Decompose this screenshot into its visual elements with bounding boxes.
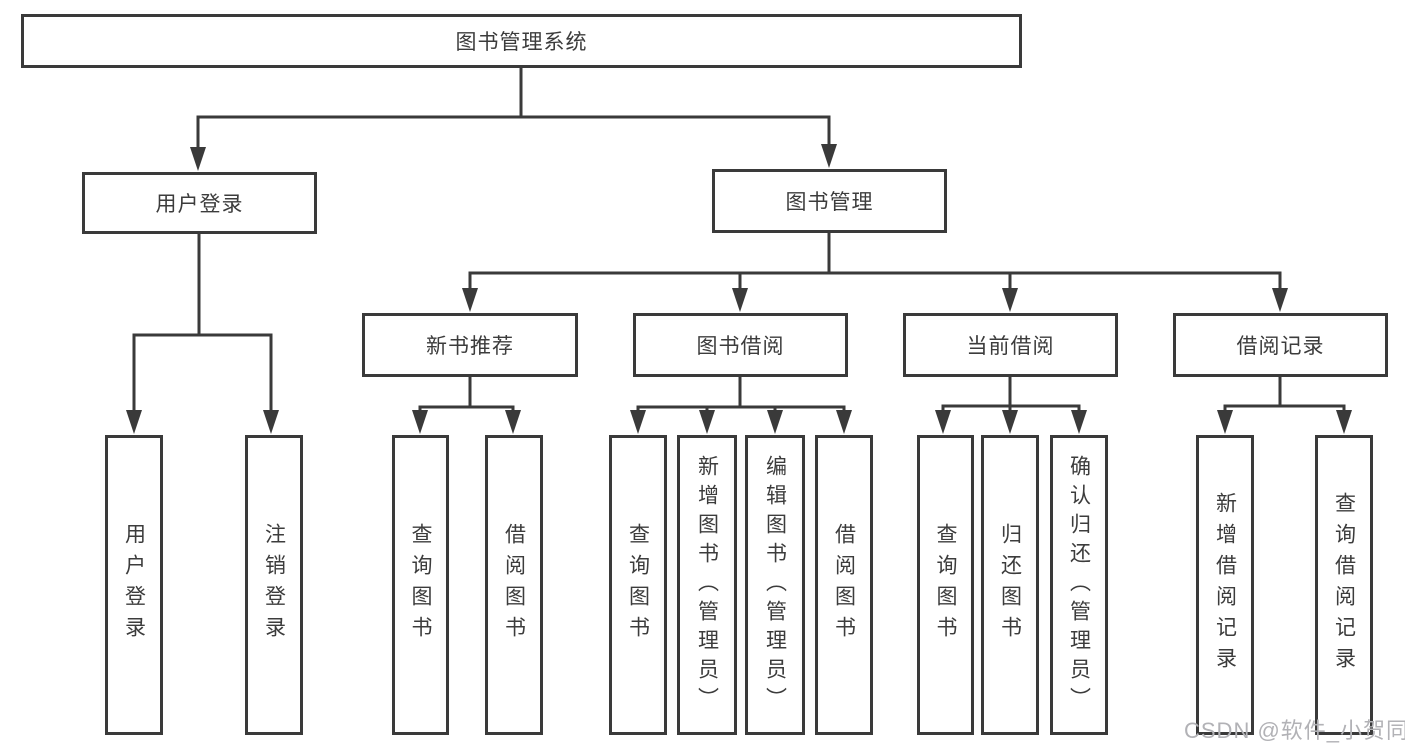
arrow-down-icon <box>190 147 206 171</box>
arrow-down-icon <box>1336 410 1352 434</box>
leaf-query-borrow-record: 查询借阅记录 <box>1315 435 1373 735</box>
leaf-return-book: 归还图书 <box>981 435 1039 735</box>
arrow-down-icon <box>1272 288 1288 312</box>
node-root-system: 图书管理系统 <box>21 14 1022 68</box>
arrow-down-icon <box>767 410 783 434</box>
root-connectors <box>190 66 837 171</box>
book-management-branch-connectors <box>462 233 1288 312</box>
node-book-management: 图书管理 <box>712 169 947 233</box>
arrow-down-icon <box>836 410 852 434</box>
arrow-down-icon <box>126 410 142 434</box>
new-book-recommend-connectors <box>412 377 521 434</box>
node-current-borrow: 当前借阅 <box>903 313 1118 377</box>
arrow-down-icon <box>505 410 521 434</box>
leaf-confirm-return-admin: 确认归还（管理员） <box>1050 435 1108 735</box>
user-login-branch-connectors <box>126 234 279 434</box>
leaf-query-book-1: 查询图书 <box>392 435 449 735</box>
node-book-borrow: 图书借阅 <box>633 313 848 377</box>
node-new-book-recommend: 新书推荐 <box>362 313 578 377</box>
leaf-add-borrow-record: 新增借阅记录 <box>1196 435 1254 735</box>
leaf-query-book-3: 查询图书 <box>917 435 974 735</box>
leaf-edit-book-admin: 编辑图书（管理员） <box>745 435 805 735</box>
arrow-down-icon <box>462 288 478 312</box>
book-borrow-connectors <box>630 377 852 434</box>
node-borrow-record: 借阅记录 <box>1173 313 1388 377</box>
arrow-down-icon <box>1071 410 1087 434</box>
arrow-down-icon <box>1002 288 1018 312</box>
arrow-down-icon <box>263 410 279 434</box>
arrow-down-icon <box>1217 410 1233 434</box>
arrow-down-icon <box>630 410 646 434</box>
leaf-borrow-book-1: 借阅图书 <box>485 435 543 735</box>
arrow-down-icon <box>732 288 748 312</box>
leaf-query-book-2: 查询图书 <box>609 435 667 735</box>
arrow-down-icon <box>412 410 428 434</box>
arrow-down-icon <box>1002 410 1018 434</box>
current-borrow-connectors <box>935 377 1087 434</box>
csdn-watermark: CSDN @软件_小贺同学 <box>1184 718 1405 743</box>
node-user-login-branch: 用户登录 <box>82 172 317 234</box>
leaf-logout: 注销登录 <box>245 435 303 735</box>
leaf-add-book-admin: 新增图书（管理员） <box>677 435 737 735</box>
leaf-user-login: 用户登录 <box>105 435 163 735</box>
arrow-down-icon <box>821 144 837 168</box>
borrow-record-connectors <box>1217 377 1352 434</box>
arrow-down-icon <box>935 410 951 434</box>
arrow-down-icon <box>699 410 715 434</box>
leaf-borrow-book-2: 借阅图书 <box>815 435 873 735</box>
